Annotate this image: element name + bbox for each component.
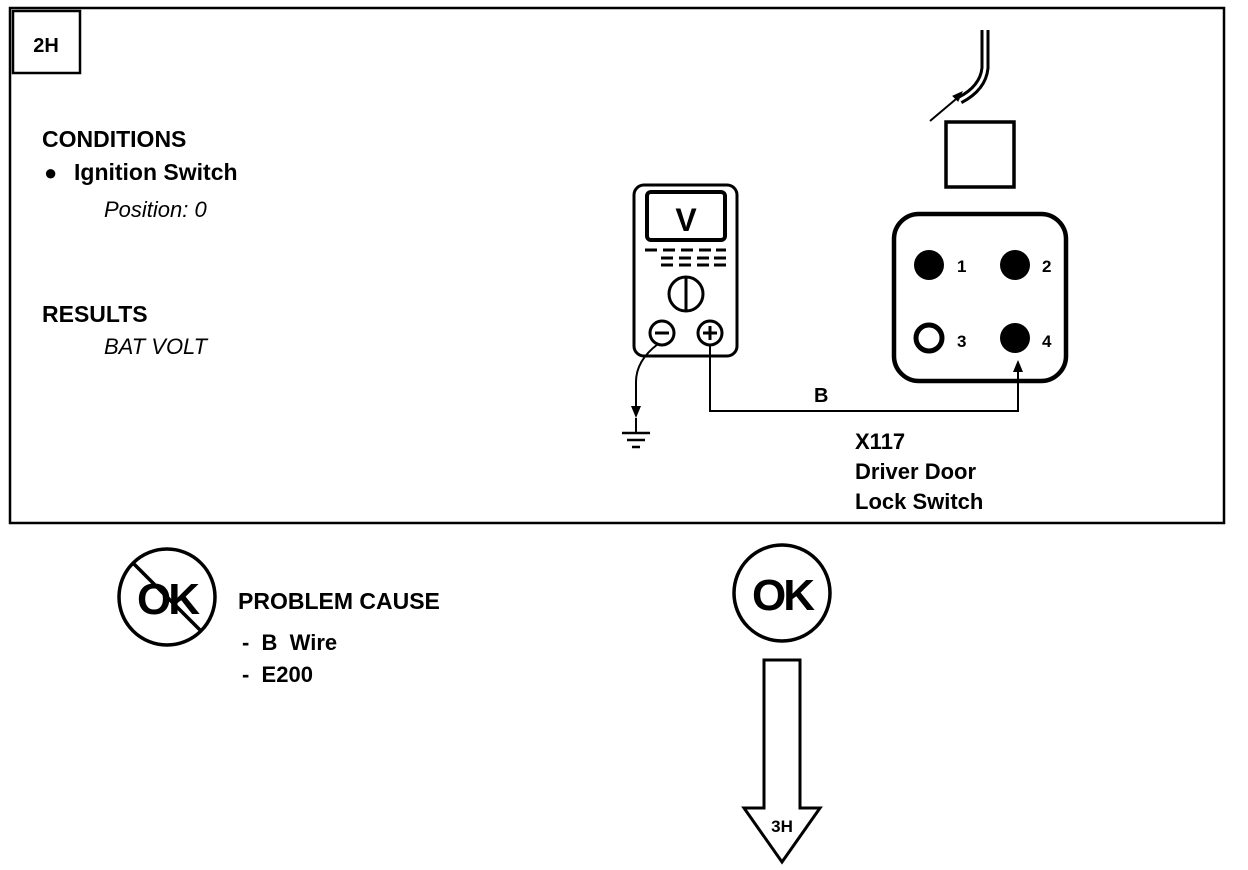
- cause-item: - E200: [242, 662, 313, 687]
- next-step-label: 3H: [771, 817, 793, 836]
- harness-wire: [929, 30, 990, 122]
- connector-desc-line2: Lock Switch: [855, 489, 983, 514]
- condition-detail: Position: 0: [104, 197, 207, 222]
- ok-badge: OK: [732, 543, 832, 643]
- ground-icon: [622, 431, 650, 449]
- meter-keypad: [645, 248, 726, 267]
- pin-1: [914, 250, 944, 280]
- pin-label: 1: [957, 257, 966, 276]
- positive-terminal: [696, 319, 724, 347]
- problem-cause-heading: PROBLEM CAUSE: [238, 588, 440, 614]
- condition-item: Ignition Switch: [74, 159, 238, 185]
- connector-x117: 1 2 3 4: [891, 211, 1069, 384]
- pin-label: 4: [1042, 332, 1052, 351]
- connector-desc-line1: Driver Door: [855, 459, 976, 484]
- conditions-heading: CONDITIONS: [42, 126, 186, 152]
- pin-label: 3: [957, 332, 966, 351]
- ground-lead: [631, 343, 659, 432]
- pin-3: [913, 322, 945, 354]
- bullet: ●: [44, 160, 57, 185]
- pin-4: [1000, 323, 1030, 353]
- meter-display: V: [675, 202, 697, 238]
- pin-2: [1000, 250, 1030, 280]
- ok-text: OK: [752, 571, 815, 620]
- strike-line: [131, 561, 203, 633]
- results-value: BAT VOLT: [104, 334, 209, 359]
- wire-label: B: [814, 385, 828, 407]
- b-wire-lead: [709, 346, 1023, 412]
- cause-item: - B Wire: [242, 630, 337, 655]
- multimeter: V: [632, 183, 739, 358]
- results-heading: RESULTS: [42, 301, 148, 327]
- next-step-arrow[interactable]: 3H: [741, 658, 823, 865]
- meter-dial: [667, 275, 705, 313]
- test-step-frame: [8, 6, 1226, 525]
- not-ok-badge: OK: [117, 547, 217, 647]
- step-id: 2H: [33, 35, 59, 57]
- connector-name: X117: [855, 429, 905, 454]
- step-tag: 2H: [11, 9, 82, 75]
- mating-plug: [944, 120, 1016, 189]
- pin-label: 2: [1042, 257, 1051, 276]
- negative-terminal: [648, 319, 676, 347]
